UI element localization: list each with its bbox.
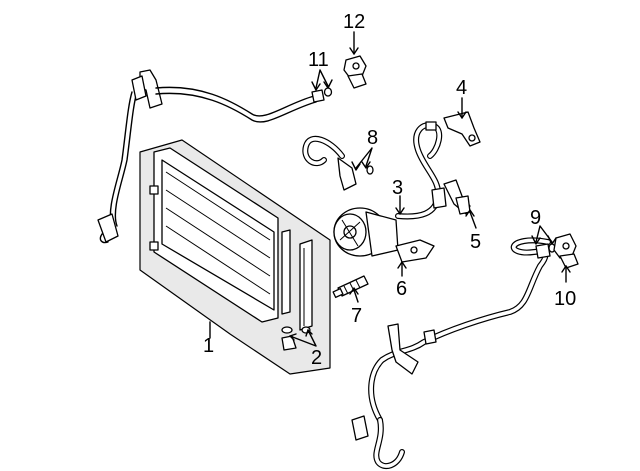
callout-5: 5	[470, 231, 481, 253]
leader-lines	[209, 31, 571, 347]
callout-6: 6	[396, 278, 407, 300]
switch-7[interactable]	[332, 275, 369, 299]
hose-8[interactable]	[302, 135, 374, 191]
callout-11: 11	[308, 49, 329, 71]
callout-7: 7	[351, 305, 362, 327]
callout-4: 4	[456, 77, 467, 99]
liquid-line-left[interactable]	[97, 69, 325, 244]
callout-9: 9	[530, 207, 541, 229]
callout-12: 12	[343, 11, 365, 33]
valve-12[interactable]	[343, 55, 367, 89]
callout-1: 1	[203, 335, 214, 357]
compressor[interactable]	[333, 207, 399, 257]
bracket-4[interactable]	[443, 111, 481, 147]
callout-8: 8	[367, 127, 378, 149]
hose-3[interactable]	[395, 121, 447, 220]
condenser[interactable]	[149, 147, 313, 331]
callout-2: 2	[311, 347, 322, 369]
valve-10[interactable]	[553, 233, 579, 269]
o-ring-11[interactable]	[323, 87, 333, 97]
liquid-line-lower[interactable]	[351, 237, 551, 470]
bracket-6[interactable]	[395, 239, 435, 263]
bracket-5[interactable]	[443, 179, 471, 215]
callout-3: 3	[392, 177, 403, 199]
callout-10: 10	[554, 288, 576, 310]
dryer-cap-parts[interactable]	[281, 326, 311, 351]
